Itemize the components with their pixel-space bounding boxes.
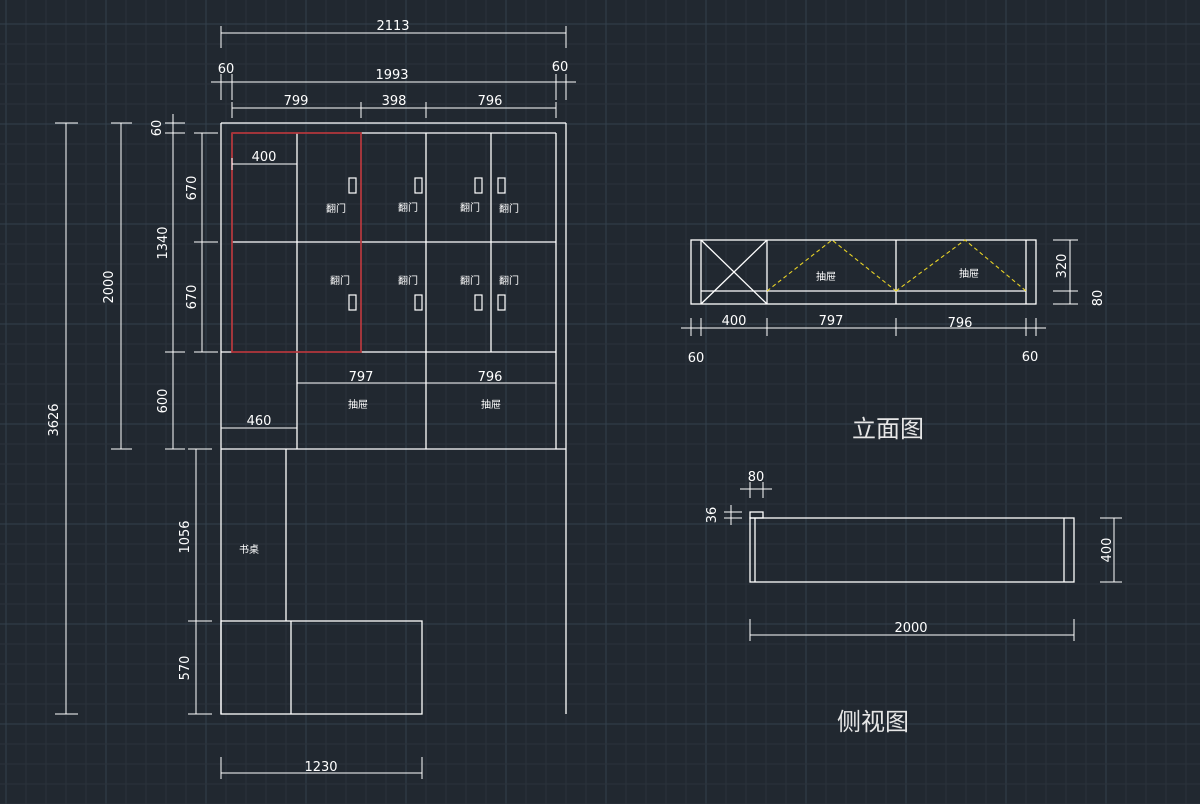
- dim-text: 3626: [47, 403, 62, 436]
- dim-text: 670: [185, 176, 200, 201]
- door-handle-icon: [474, 177, 483, 194]
- dim-text: 797: [819, 314, 844, 329]
- dim-text: 80: [748, 470, 765, 485]
- dim-total-height[interactable]: 3626: [47, 122, 78, 715]
- door-handle-icon: [474, 294, 483, 311]
- side-view-outline[interactable]: [749, 517, 1075, 583]
- dim-overall-width[interactable]: 2113: [220, 19, 567, 48]
- dim-text: 1340: [156, 226, 171, 259]
- dim-text: 2000: [894, 621, 927, 636]
- dim-text: 796: [478, 94, 503, 109]
- elevation-cross: [700, 239, 768, 305]
- dim-text: 570: [178, 656, 193, 681]
- elevation-outline[interactable]: [690, 239, 1037, 305]
- flip-door-label: 翻门: [460, 274, 480, 287]
- elevation-view: 抽屉 抽屉 400 797 796 60 60 320 80 立面图: [681, 239, 1106, 443]
- dim-sub-400[interactable]: 400: [231, 150, 298, 170]
- dim-text: 797: [349, 370, 374, 385]
- dim-text: 799: [284, 94, 309, 109]
- dim-text: 1230: [304, 760, 337, 775]
- door-handle-icon: [414, 294, 423, 311]
- flip-door-label: 翻门: [499, 274, 519, 287]
- door-handle-icon: [497, 177, 506, 194]
- side-view-title: 侧视图: [837, 708, 909, 736]
- dim-text: 2000: [102, 270, 117, 303]
- dim-text: 670: [185, 285, 200, 310]
- door-handle-icon: [414, 177, 423, 194]
- door-handle-icon: [348, 294, 357, 311]
- front-view: 翻门 翻门 翻门 翻门 翻门 翻门 翻门 翻门 抽屉 抽屉 书桌 2113 60…: [47, 19, 576, 779]
- dim-desk-heights[interactable]: 1056 570: [178, 448, 212, 715]
- dim-text: 1993: [375, 68, 408, 83]
- flip-door-label: 翻门: [330, 274, 350, 287]
- dim-text: 400: [1100, 538, 1115, 563]
- dim-drawer-row[interactable]: 600: [156, 352, 185, 450]
- dim-text: 2113: [376, 19, 409, 34]
- drawer-label: 抽屉: [481, 398, 501, 411]
- flip-door-label: 翻门: [398, 201, 418, 214]
- side-view-top-cap[interactable]: [749, 511, 764, 519]
- flip-door-label: 翻门: [460, 201, 480, 214]
- dim-base-1230[interactable]: 1230: [220, 757, 423, 779]
- dim-elevation-widths[interactable]: 400 797 796 60 60: [681, 314, 1046, 366]
- dim-inner-width[interactable]: 60 1993 60: [211, 60, 576, 100]
- dim-text: 36: [705, 507, 720, 524]
- dim-text: 320: [1055, 254, 1070, 279]
- desk-base-cabinet[interactable]: [220, 620, 423, 715]
- dim-text: 398: [382, 94, 407, 109]
- desk-label: 书桌: [239, 543, 259, 556]
- drawer-label: 抽屉: [348, 398, 368, 411]
- dim-text: 460: [247, 414, 272, 429]
- dim-segment-widths[interactable]: 799 398 796: [231, 94, 557, 118]
- elevation-view-title: 立面图: [852, 415, 924, 443]
- dim-side-36[interactable]: 36: [705, 505, 742, 525]
- dim-text: 400: [252, 150, 277, 165]
- door-handle-icon: [348, 177, 357, 194]
- drawer-label: 抽屉: [816, 270, 836, 283]
- dim-desk-460[interactable]: 460: [220, 414, 298, 434]
- dim-text: 60: [218, 62, 235, 77]
- door-handle-icon: [497, 294, 506, 311]
- dim-side-length[interactable]: 2000: [749, 619, 1075, 641]
- dim-side-depth[interactable]: 400: [1100, 517, 1122, 583]
- drawer-label: 抽屉: [959, 267, 979, 280]
- dim-text: 60: [1022, 350, 1039, 365]
- dim-text: 600: [156, 389, 171, 414]
- dim-drawer-widths[interactable]: 797 796: [296, 370, 557, 390]
- dim-text: 60: [552, 60, 569, 75]
- dim-text: 796: [948, 316, 973, 331]
- dim-elevation-heights[interactable]: 320 80: [1053, 239, 1106, 307]
- dim-side-80[interactable]: 80: [740, 470, 772, 498]
- side-view: 80 36 400 2000 侧视图: [705, 470, 1122, 736]
- dim-text: 60: [150, 120, 165, 137]
- selection-highlight[interactable]: [231, 132, 362, 353]
- flip-door-label: 翻门: [499, 202, 519, 215]
- dim-text: 796: [478, 370, 503, 385]
- dim-upper-total[interactable]: 60 1340: [150, 114, 185, 353]
- dim-text: 400: [722, 314, 747, 329]
- dim-text: 60: [688, 351, 705, 366]
- dim-cabinet-height[interactable]: 2000: [102, 122, 132, 450]
- dim-text: 1056: [178, 520, 193, 553]
- flip-door-label: 翻门: [326, 202, 346, 215]
- flip-door-label: 翻门: [398, 274, 418, 287]
- dim-row-heights[interactable]: 670 670: [185, 132, 218, 353]
- open-direction-guide: [895, 239, 1027, 292]
- dim-text: 80: [1091, 290, 1106, 307]
